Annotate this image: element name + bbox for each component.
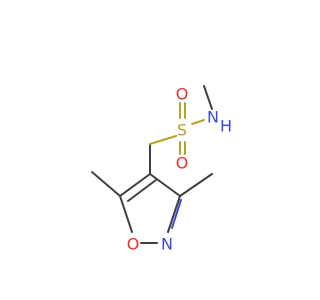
atom-nitrogen-ring: N [161, 235, 173, 254]
atom-nitrogen-amide: N [207, 108, 219, 127]
molecule-svg: S O O N H O N [91, 85, 232, 254]
bond-ch2-s [149, 135, 177, 145]
structure-diagram: S O O N H O N [91, 85, 232, 254]
bond-n-methyl [203, 85, 213, 110]
atom-oxygen-bottom: O [176, 154, 189, 173]
bond-c3-methyl [179, 173, 213, 197]
bond-s-n [191, 119, 205, 125]
bond-c4-c5 [119, 173, 151, 197]
atom-hydrogen-amide: H [220, 117, 232, 136]
bond-c5-methyl [91, 171, 121, 197]
bond-n2-c3-double [171, 199, 182, 229]
bond-n2-c3 [167, 195, 181, 233]
bond-c5-o1 [119, 195, 133, 233]
atom-oxygen-top: O [176, 85, 189, 104]
bond-c3-c4 [149, 173, 181, 197]
bond-c4-c5-double [127, 179, 157, 202]
atom-sulfur: S [177, 121, 187, 140]
atom-oxygen-ring: O [127, 235, 140, 254]
